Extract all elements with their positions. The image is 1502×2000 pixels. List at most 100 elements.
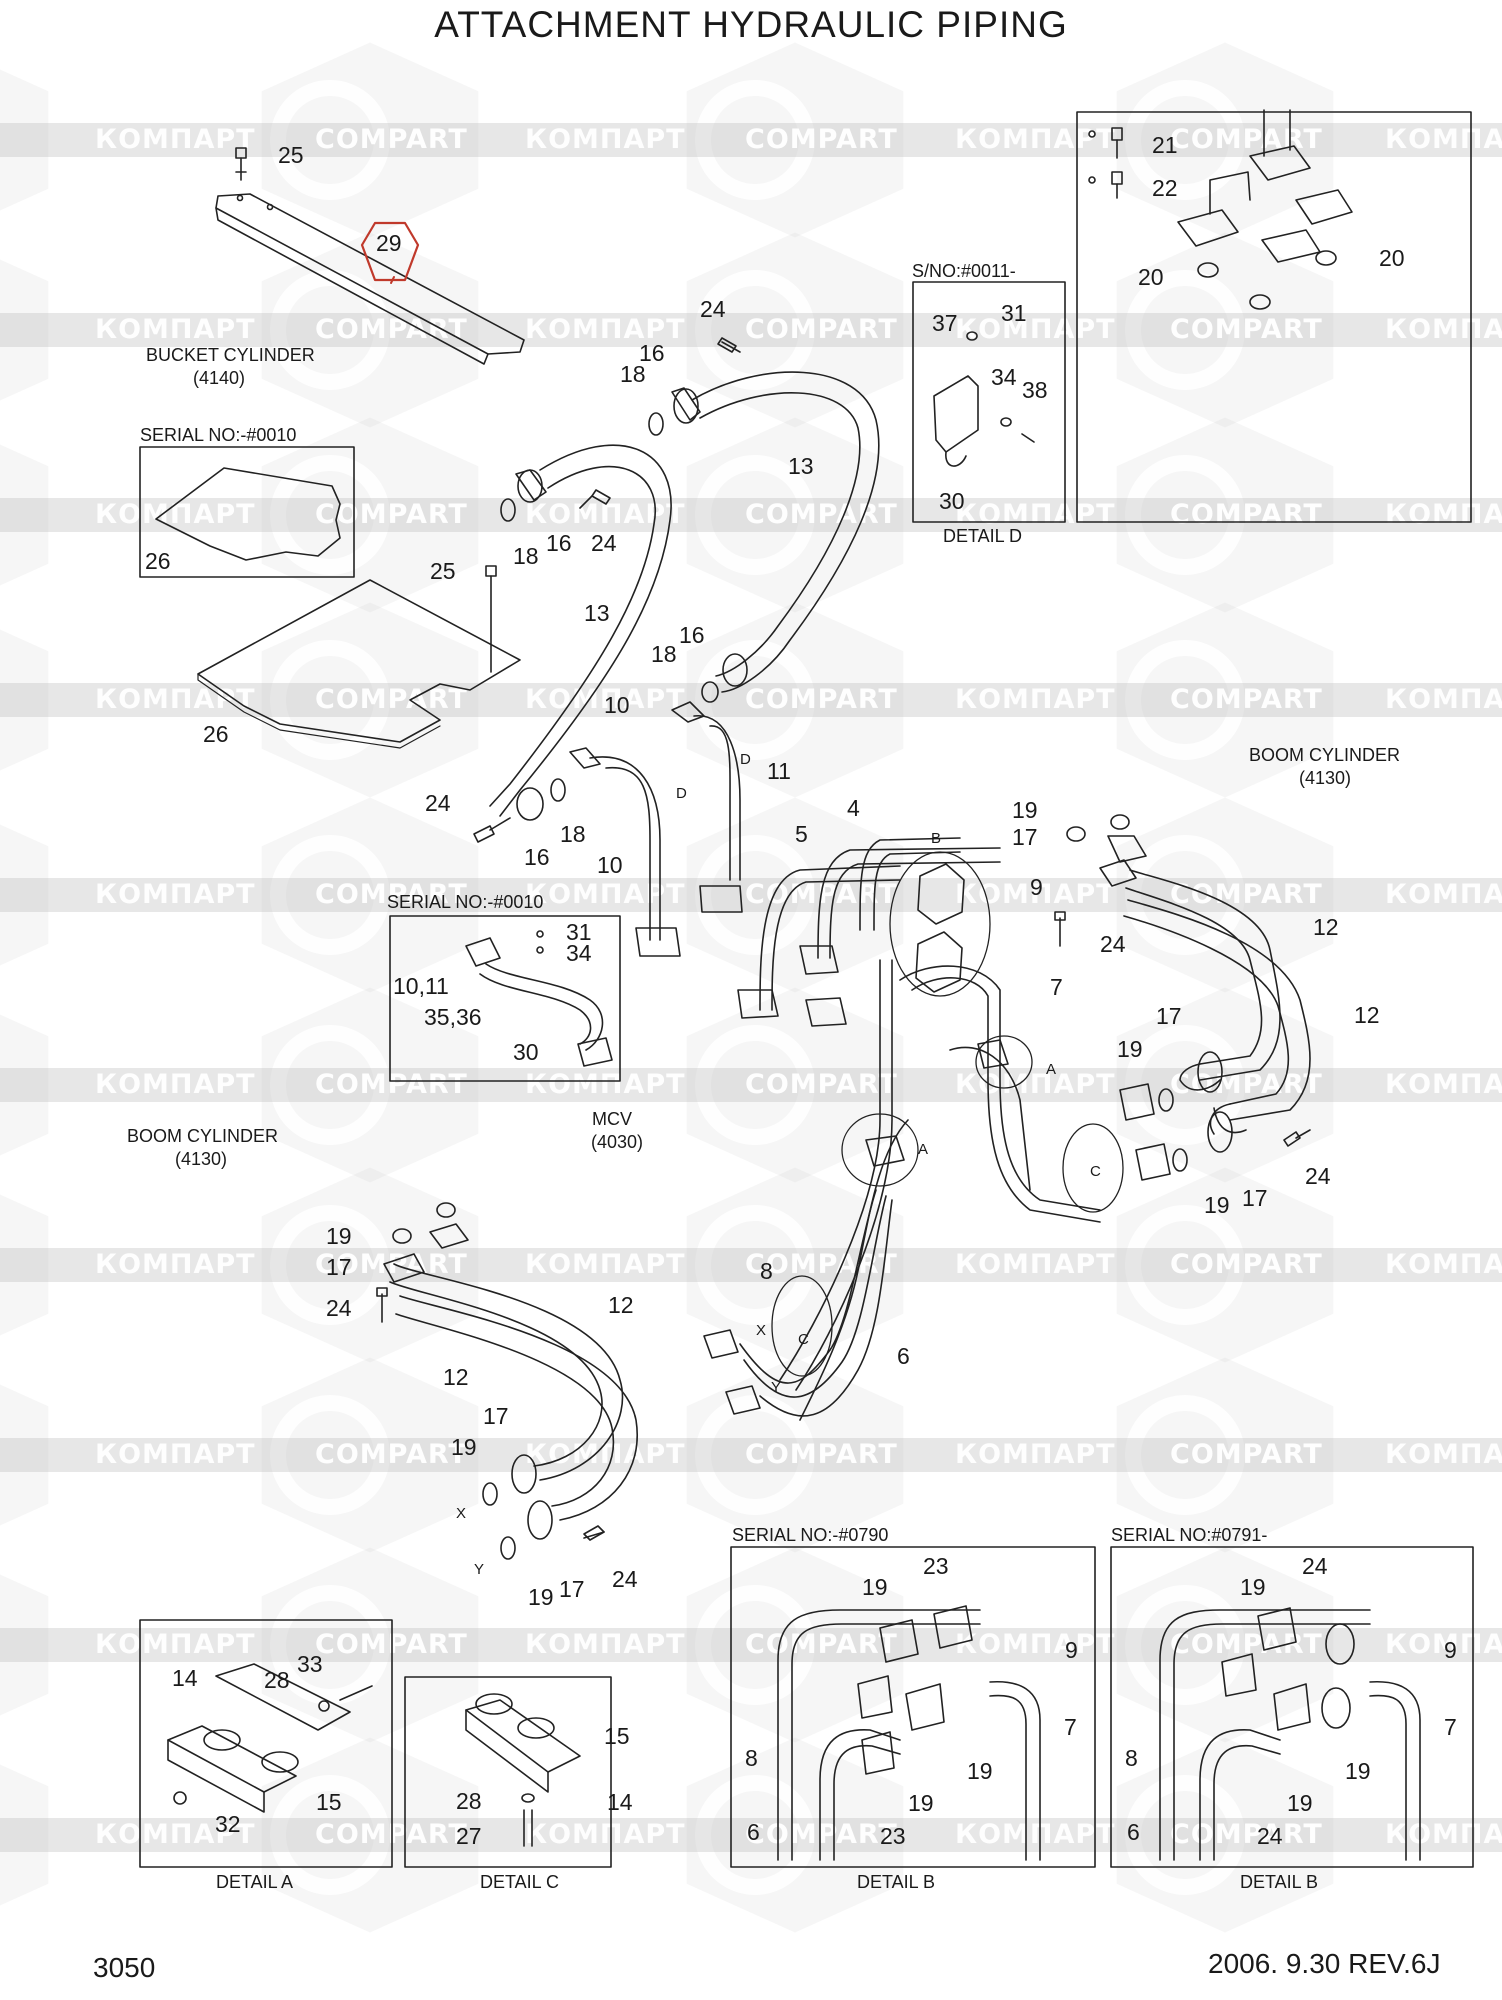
letter-x-1: X	[756, 1322, 767, 1339]
watermark-ring	[695, 1395, 815, 1515]
watermark-word: COMPART	[315, 124, 468, 155]
part-27: 27	[456, 1823, 482, 1849]
part-17-d: 17	[326, 1254, 352, 1280]
frame-serial-0010-mid	[389, 915, 621, 1082]
part-4: 4	[847, 795, 860, 821]
watermark-ring	[695, 270, 815, 390]
part-26-bottom: 26	[203, 721, 229, 747]
detail-b-left-19-top: 19	[862, 1574, 888, 1600]
watermark-ring	[695, 1775, 815, 1895]
pipes-6-8	[703, 1189, 893, 1417]
watermark-word: КОМПАРТ	[955, 124, 1116, 155]
pipe-13-right	[648, 371, 880, 703]
bolt-24-right	[1054, 911, 1066, 947]
detail-b-right-24-low: 24	[1257, 1823, 1283, 1849]
watermark-word: COMPART	[1170, 314, 1323, 345]
part-17-c: 17	[1242, 1185, 1268, 1211]
watermark-word: КОМПАРТ	[525, 1819, 686, 1850]
letter-c-2: C	[798, 1331, 809, 1348]
letter-d-2: D	[740, 751, 751, 768]
watermark-word: КОМПАРТ	[525, 879, 686, 910]
watermark-hexagon	[0, 824, 49, 966]
watermark-word: КОМПАРТ	[95, 1069, 256, 1100]
oring-18-bottom	[550, 778, 566, 802]
part-37: 37	[932, 310, 958, 336]
part-12-d: 12	[443, 1364, 469, 1390]
part-14-b: 14	[607, 1789, 633, 1815]
part-16-c: 16	[679, 622, 705, 648]
watermark-ring	[1125, 80, 1245, 200]
watermark-word: КОМПАРТ	[525, 499, 686, 530]
watermark-word: КОМПАРТ	[955, 1069, 1116, 1100]
watermark-word: КОМПАРТ	[525, 1069, 686, 1100]
part-18: 18	[620, 361, 646, 387]
label-detail-a: DETAIL A	[216, 1872, 294, 1892]
frame-mcv-block	[1076, 111, 1472, 523]
watermark-word: КОМПАРТ	[955, 1439, 1116, 1470]
label-serial-0010-mid: SERIAL NO:-#0010	[387, 892, 544, 912]
part-10: 10	[604, 692, 630, 718]
bolt-24-right-low	[1283, 1129, 1311, 1147]
detail-callout-circles	[771, 851, 1124, 1377]
detail-b-left-6: 6	[747, 1819, 760, 1845]
label-boom-cylinder-left: BOOM CYLINDER	[127, 1126, 279, 1146]
bolt-24-left-low	[376, 1287, 388, 1323]
watermark-word: COMPART	[745, 684, 898, 715]
part-24-e: 24	[1305, 1163, 1331, 1189]
watermark-ring	[695, 80, 815, 200]
part-13-b: 13	[584, 600, 610, 626]
watermark-word: COMPART	[745, 1069, 898, 1100]
label-sno-0011: S/NO:#0011-	[912, 261, 1016, 281]
watermark-word: КОМПАРТ	[95, 684, 256, 715]
part-12-b: 12	[1354, 1002, 1380, 1028]
part-34-b: 34	[566, 940, 592, 966]
watermark-ring	[270, 1775, 390, 1895]
watermark-word: COMPART	[1170, 684, 1323, 715]
part-17-f: 17	[559, 1576, 585, 1602]
watermark-ring	[695, 455, 815, 575]
watermark-word: COMPART	[315, 684, 468, 715]
watermark-word: КОМПАРТ	[1385, 1629, 1502, 1660]
detail-d-bracket	[933, 331, 1035, 467]
part-24-g: 24	[612, 1566, 638, 1592]
watermark-word: COMPART	[1170, 1629, 1323, 1660]
label-detail-b-left: DETAIL B	[857, 1872, 936, 1892]
letter-x-2: X	[456, 1505, 467, 1522]
watermark-ring	[1125, 835, 1245, 955]
watermark-ring	[270, 455, 390, 575]
watermark-word: КОМПАРТ	[955, 1249, 1116, 1280]
part-20-b: 20	[1379, 245, 1405, 271]
bolt-25-top	[235, 147, 247, 181]
part-30-b: 30	[513, 1039, 539, 1065]
detail-b-left-7: 7	[1064, 1714, 1077, 1740]
watermark-band	[0, 1818, 1502, 1852]
watermark-word: COMPART	[315, 1819, 468, 1850]
watermark-word: COMPART	[745, 499, 898, 530]
label-boom-cylinder-left-ref: (4130)	[175, 1149, 228, 1169]
watermark-ring	[695, 835, 815, 955]
watermark-word: КОМПАРТ	[525, 1249, 686, 1280]
watermark-word: КОМПАРТ	[95, 1819, 256, 1850]
frame-serial-0010-top	[139, 446, 355, 578]
watermark-ring	[1125, 1585, 1245, 1705]
watermark-ring	[695, 1025, 815, 1145]
label-serial-0791: SERIAL NO:#0791-	[1111, 1525, 1268, 1545]
part-32: 32	[215, 1811, 241, 1837]
part-8: 8	[760, 1258, 773, 1284]
part-18-b: 18	[513, 543, 539, 569]
part-24-f: 24	[326, 1295, 352, 1321]
watermark-word: COMPART	[315, 1249, 468, 1280]
label-serial-0010-top: SERIAL NO:-#0010	[140, 425, 297, 445]
watermark-word: КОМПАРТ	[955, 1819, 1116, 1850]
part-19-b: 19	[1117, 1036, 1143, 1062]
part-24-d: 24	[1100, 931, 1126, 957]
watermark-word: COMPART	[745, 1439, 898, 1470]
detail-b-right-8: 8	[1125, 1745, 1138, 1771]
frame-detail-b-left	[730, 1546, 1096, 1868]
watermark-ring	[270, 1025, 390, 1145]
letter-y-1: Y	[771, 1379, 782, 1396]
watermark-ring	[695, 1205, 815, 1325]
frame-detail-d	[912, 281, 1066, 523]
watermark-word: COMPART	[315, 1069, 468, 1100]
part-10-11: 10,11	[393, 973, 449, 999]
